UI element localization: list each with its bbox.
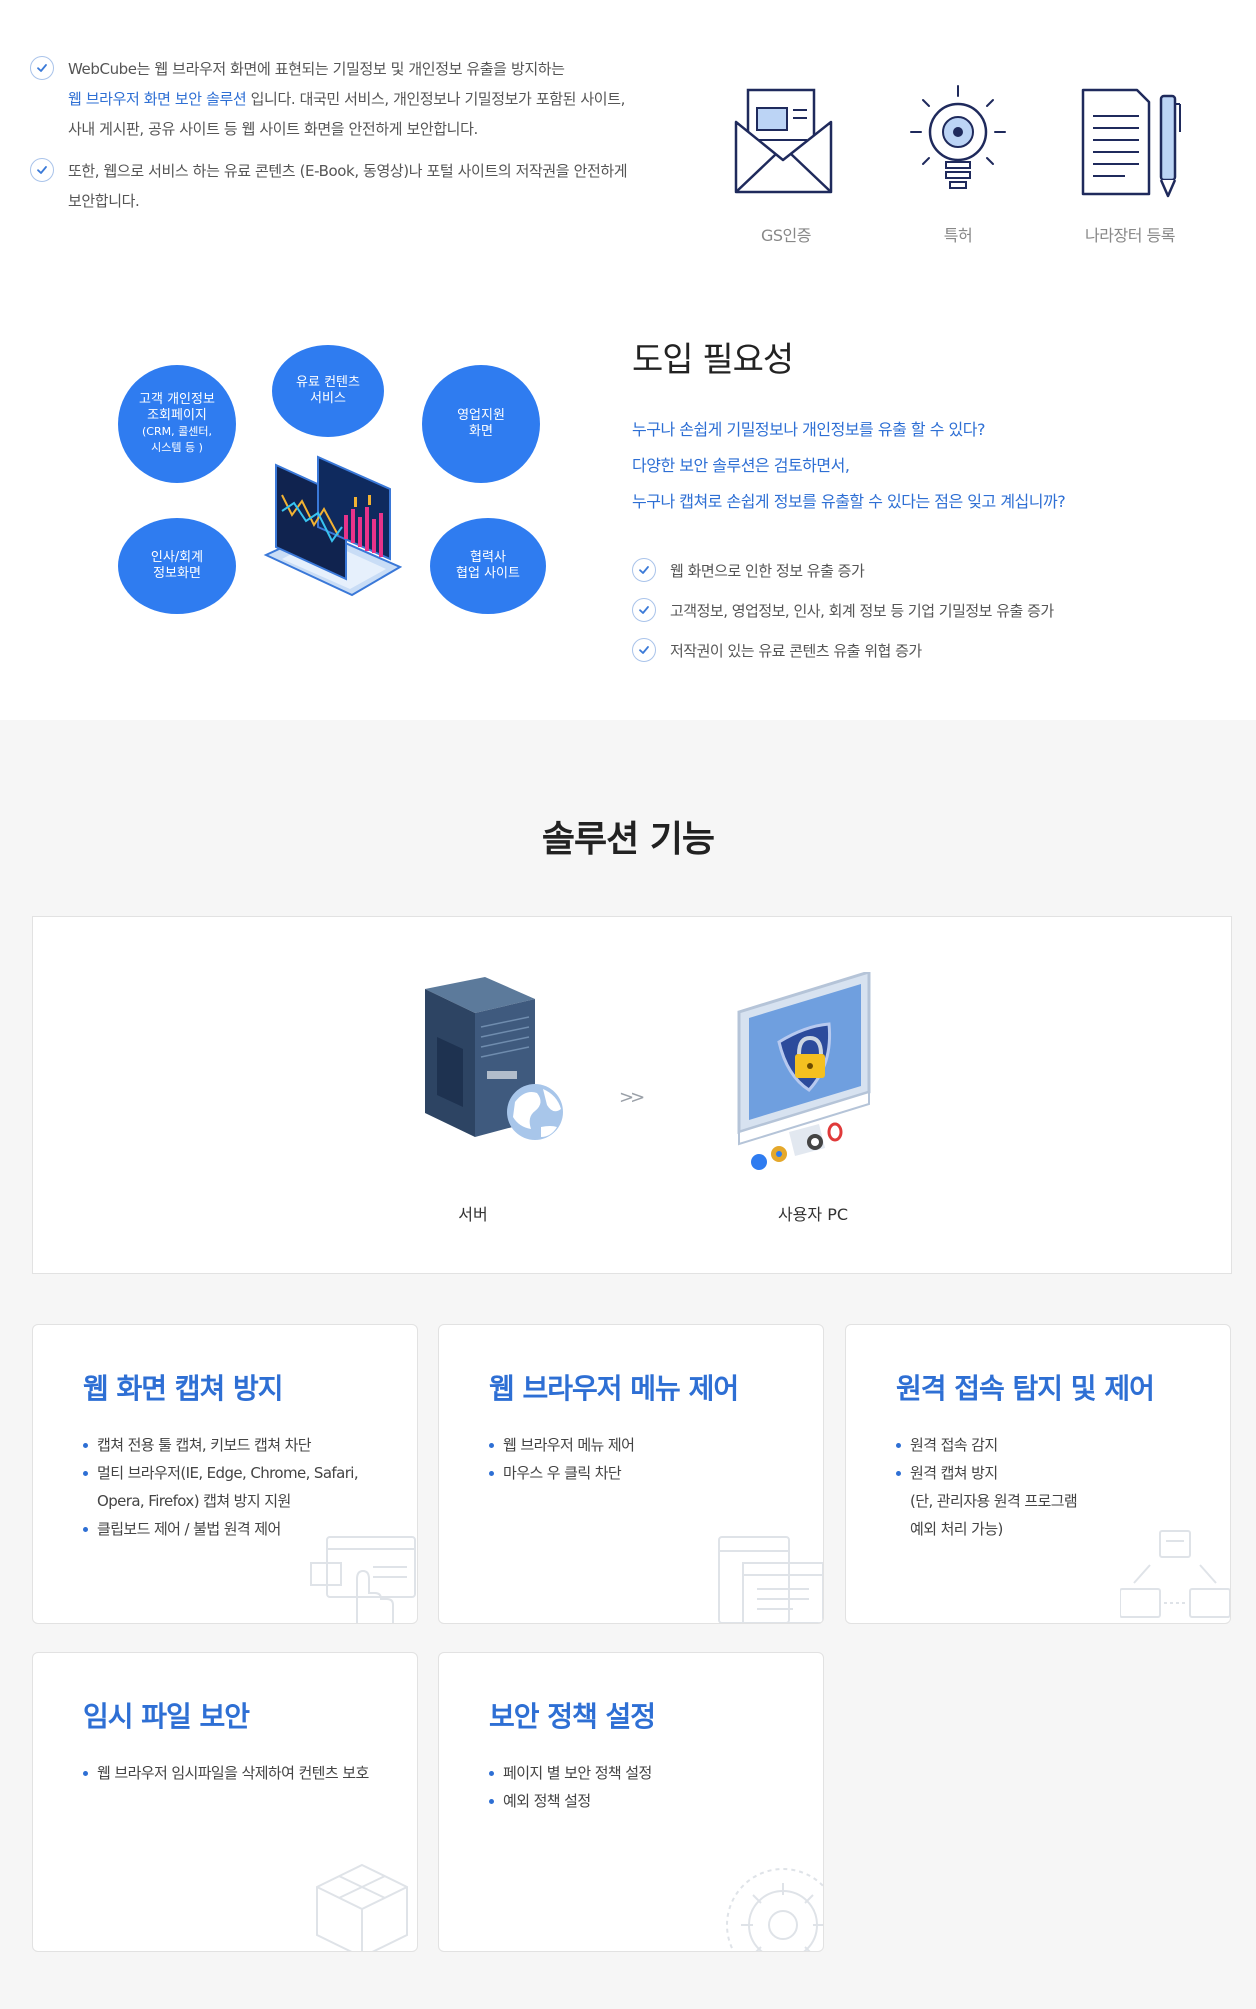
card-list: 웹 브라우저 메뉴 제어 마우스 우 클릭 차단	[489, 1431, 789, 1487]
document-pen-icon	[1081, 88, 1181, 198]
intro-list: WebCube는 웹 브라우저 화면에 표현되는 기밀정보 및 개인정보 유출을…	[30, 54, 630, 228]
card-list-item: 예외 정책 설정	[489, 1787, 789, 1815]
browser-window-icon	[718, 1536, 823, 1623]
need-line: 누구나 손쉽게 기밀정보나 개인정보를 유출 할 수 있다?	[632, 420, 985, 439]
server-label: 서버	[458, 1205, 488, 1224]
card-list-item: 웹 브라우저 임시파일을 삭제하여 컨텐츠 보호	[83, 1759, 383, 1787]
feature-card-policy: 보안 정책 설정 페이지 별 보안 정책 설정 예외 정책 설정	[438, 1652, 824, 1952]
feature-card-tempfile: 임시 파일 보안 웹 브라우저 임시파일을 삭제하여 컨텐츠 보호	[32, 1652, 418, 1952]
card-list-item: 캡쳐 전용 툴 캡쳐, 키보드 캡쳐 차단	[83, 1431, 383, 1459]
card-list-item: 원격 캡쳐 방지	[896, 1459, 1196, 1487]
cube-icon	[316, 1863, 408, 1951]
card-list-note: 예외 처리 가능)	[910, 1520, 1003, 1538]
check-circle-icon	[30, 56, 54, 80]
card-list-item: 마우스 우 클릭 차단	[489, 1459, 789, 1487]
intro-text: WebCube는 웹 브라우저 화면에 표현되는 기밀정보 및 개인정보 유출을…	[68, 60, 625, 138]
flow-arrow: >>	[619, 1087, 645, 1108]
card-list-item: 멀티 브라우저(IE, Edge, Chrome, Safari, Opera,…	[83, 1459, 383, 1515]
cert-row: GS인증 특허	[700, 82, 1216, 246]
cert-nara: 나라장터 등록	[1044, 82, 1216, 246]
flow-diagram: 서버 >> 사용자 PC	[32, 916, 1232, 1274]
check-circle-icon	[632, 598, 656, 622]
intro-text: 또한, 웹으로 서비스 하는 유료 콘텐츠 (E-Book, 동영상)나 포털 …	[68, 162, 628, 210]
server-icon	[425, 977, 563, 1140]
cert-label: GS인증	[761, 226, 812, 245]
cert-label: 나라장터 등록	[1085, 226, 1175, 245]
cert-label: 특허	[943, 226, 973, 245]
need-lines: 누구나 손쉽게 기밀정보나 개인정보를 유출 할 수 있다? 다양한 보안 솔루…	[632, 412, 1066, 520]
card-title: 원격 접속 탐지 및 제어	[896, 1372, 1155, 1405]
solution-section: 솔루션 기능 서버 >>	[0, 720, 1256, 2009]
card-list-note: (단, 관리자용 원격 프로그램	[910, 1492, 1078, 1510]
intro-highlight: 웹 브라우저 화면 보안 솔루션	[68, 90, 247, 108]
card-list-item: 원격 접속 감지	[896, 1431, 1196, 1459]
card-title: 보안 정책 설정	[489, 1700, 656, 1733]
card-list-item: 클립보드 제어 / 불법 원격 제어	[83, 1515, 383, 1543]
check-circle-icon	[632, 558, 656, 582]
intro-section: WebCube는 웹 브라우저 화면에 표현되는 기밀정보 및 개인정보 유출을…	[0, 0, 1256, 270]
check-circle-icon	[30, 158, 54, 182]
card-list: 캡쳐 전용 툴 캡쳐, 키보드 캡쳐 차단 멀티 브라우저(IE, Edge, …	[83, 1431, 383, 1543]
card-list: 페이지 별 보안 정책 설정 예외 정책 설정	[489, 1759, 789, 1815]
need-line: 다양한 보안 솔루션은 검토하면서,	[632, 456, 850, 475]
card-list-item: 웹 브라우저 메뉴 제어	[489, 1431, 789, 1459]
laptop-dashboard-icon	[263, 455, 402, 597]
feature-card-menu: 웹 브라우저 메뉴 제어 웹 브라우저 메뉴 제어 마우스 우 클릭 차단	[438, 1324, 824, 1624]
need-line: 누구나 캡쳐로 손쉽게 정보를 유출할 수 있다는 점은 잊고 계십니까?	[632, 492, 1066, 511]
remote-network-icon	[1120, 1530, 1230, 1618]
cert-patent: 특허	[872, 82, 1044, 246]
need-check-item: 저작권이 있는 유료 콘텐츠 유출 위협 증가	[632, 630, 1054, 670]
monitor-shield-lock-icon	[737, 972, 871, 1170]
card-title: 웹 화면 캡쳐 방지	[83, 1372, 284, 1405]
pc-label: 사용자 PC	[777, 1205, 849, 1224]
card-list: 원격 접속 감지 원격 캡쳐 방지 (단, 관리자용 원격 프로그램 예외 처리…	[896, 1431, 1196, 1543]
card-title: 임시 파일 보안	[83, 1700, 250, 1733]
need-check-item: 웹 화면으로 인한 정보 유출 증가	[632, 550, 1054, 590]
cert-gs: GS인증	[700, 82, 872, 246]
intro-item: 또한, 웹으로 서비스 하는 유료 콘텐츠 (E-Book, 동영상)나 포털 …	[30, 156, 630, 216]
envelope-document-icon	[734, 88, 833, 194]
hand-click-icon	[310, 1536, 416, 1623]
lightbulb-icon	[910, 85, 1006, 189]
gear-icon	[726, 1868, 823, 1951]
card-list-item: 페이지 별 보안 정책 설정	[489, 1759, 789, 1787]
card-title: 웹 브라우저 메뉴 제어	[489, 1372, 739, 1405]
need-checks: 웹 화면으로 인한 정보 유출 증가 고객정보, 영업정보, 인사, 회계 정보…	[632, 550, 1054, 670]
feature-card-remote: 원격 접속 탐지 및 제어 원격 접속 감지 원격 캡쳐 방지 (단, 관리자용…	[845, 1324, 1231, 1624]
feature-card-capture: 웹 화면 캡쳐 방지 캡쳐 전용 툴 캡쳐, 키보드 캡쳐 차단 멀티 브라우저…	[32, 1324, 418, 1624]
need-check-item: 고객정보, 영업정보, 인사, 회계 정보 등 기업 기밀정보 유출 증가	[632, 590, 1054, 630]
card-list: 웹 브라우저 임시파일을 삭제하여 컨텐츠 보호	[83, 1759, 383, 1787]
check-circle-icon	[632, 638, 656, 662]
solution-title: 솔루션 기능	[541, 819, 715, 860]
intro-item: WebCube는 웹 브라우저 화면에 표현되는 기밀정보 및 개인정보 유출을…	[30, 54, 630, 144]
need-title: 도입 필요성	[632, 340, 794, 380]
